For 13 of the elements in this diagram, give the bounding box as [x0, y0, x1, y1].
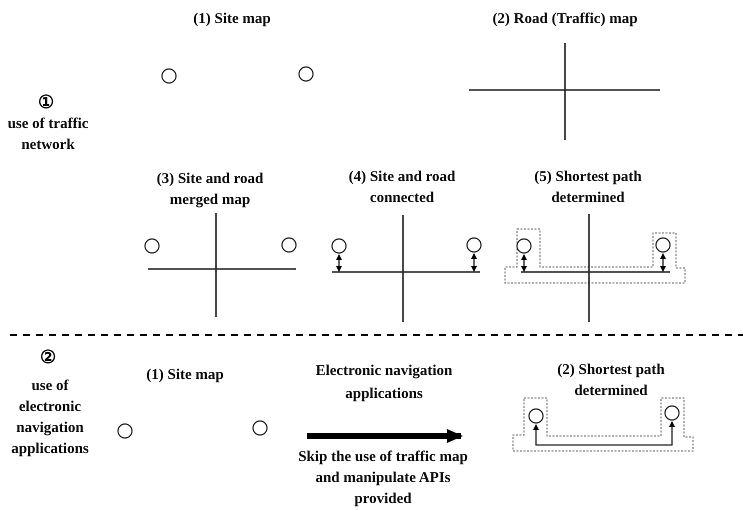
panel-title: (4) Site and road connected: [348, 168, 456, 208]
panel-title: (2) Shortest path determined: [556, 361, 666, 401]
arrow: [307, 429, 463, 443]
section-title: use of electronic navigation applications: [10, 377, 90, 459]
section-title: use of traffic network: [6, 115, 90, 155]
arrow-note: Skip the use of traffic map and manipulate APIs provided: [297, 448, 469, 509]
panel-title: (1) Site map: [192, 10, 272, 29]
section-number: ②: [39, 347, 57, 368]
panel-title: (5) Shortest path determined: [533, 168, 643, 208]
panel-title: (1) Site map: [145, 366, 225, 385]
panel-title: (3) Site and road merged map: [156, 170, 264, 210]
panel-title: (2) Road (Traffic) map: [491, 10, 639, 29]
section-number: ①: [37, 92, 55, 113]
